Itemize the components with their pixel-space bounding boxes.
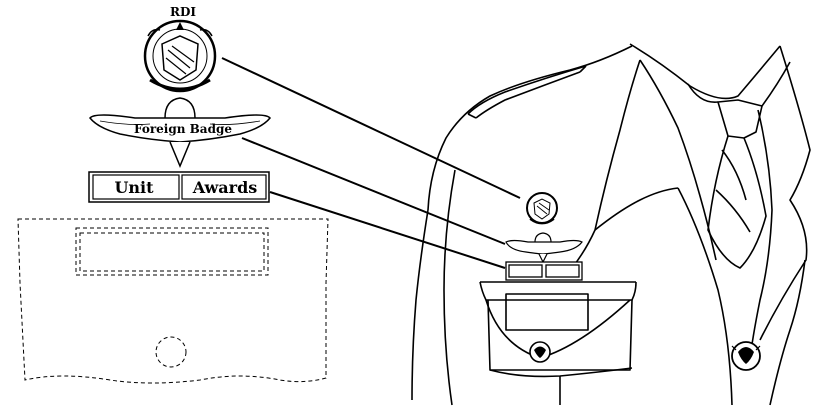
uniform-jacket — [411, 43, 811, 406]
pocket-outline — [17, 218, 329, 384]
eagle-button-icon — [529, 341, 551, 363]
eagle-button-icon — [731, 341, 761, 371]
rdi-crest-icon-small — [526, 192, 558, 225]
parachute-wings-icon — [89, 97, 271, 168]
rdi-label: RDI — [170, 5, 196, 19]
foreign-badge-label: Foreign Badge — [134, 122, 232, 136]
leader-lines — [221, 57, 521, 269]
ribbon-bar-group — [88, 171, 270, 203]
unit-label: Unit — [114, 178, 154, 197]
parachute-wings-icon-small — [505, 232, 583, 264]
rdi-crest-icon — [143, 19, 217, 93]
awards-label: Awards — [192, 178, 258, 197]
ribbon-bar-small — [505, 261, 583, 281]
